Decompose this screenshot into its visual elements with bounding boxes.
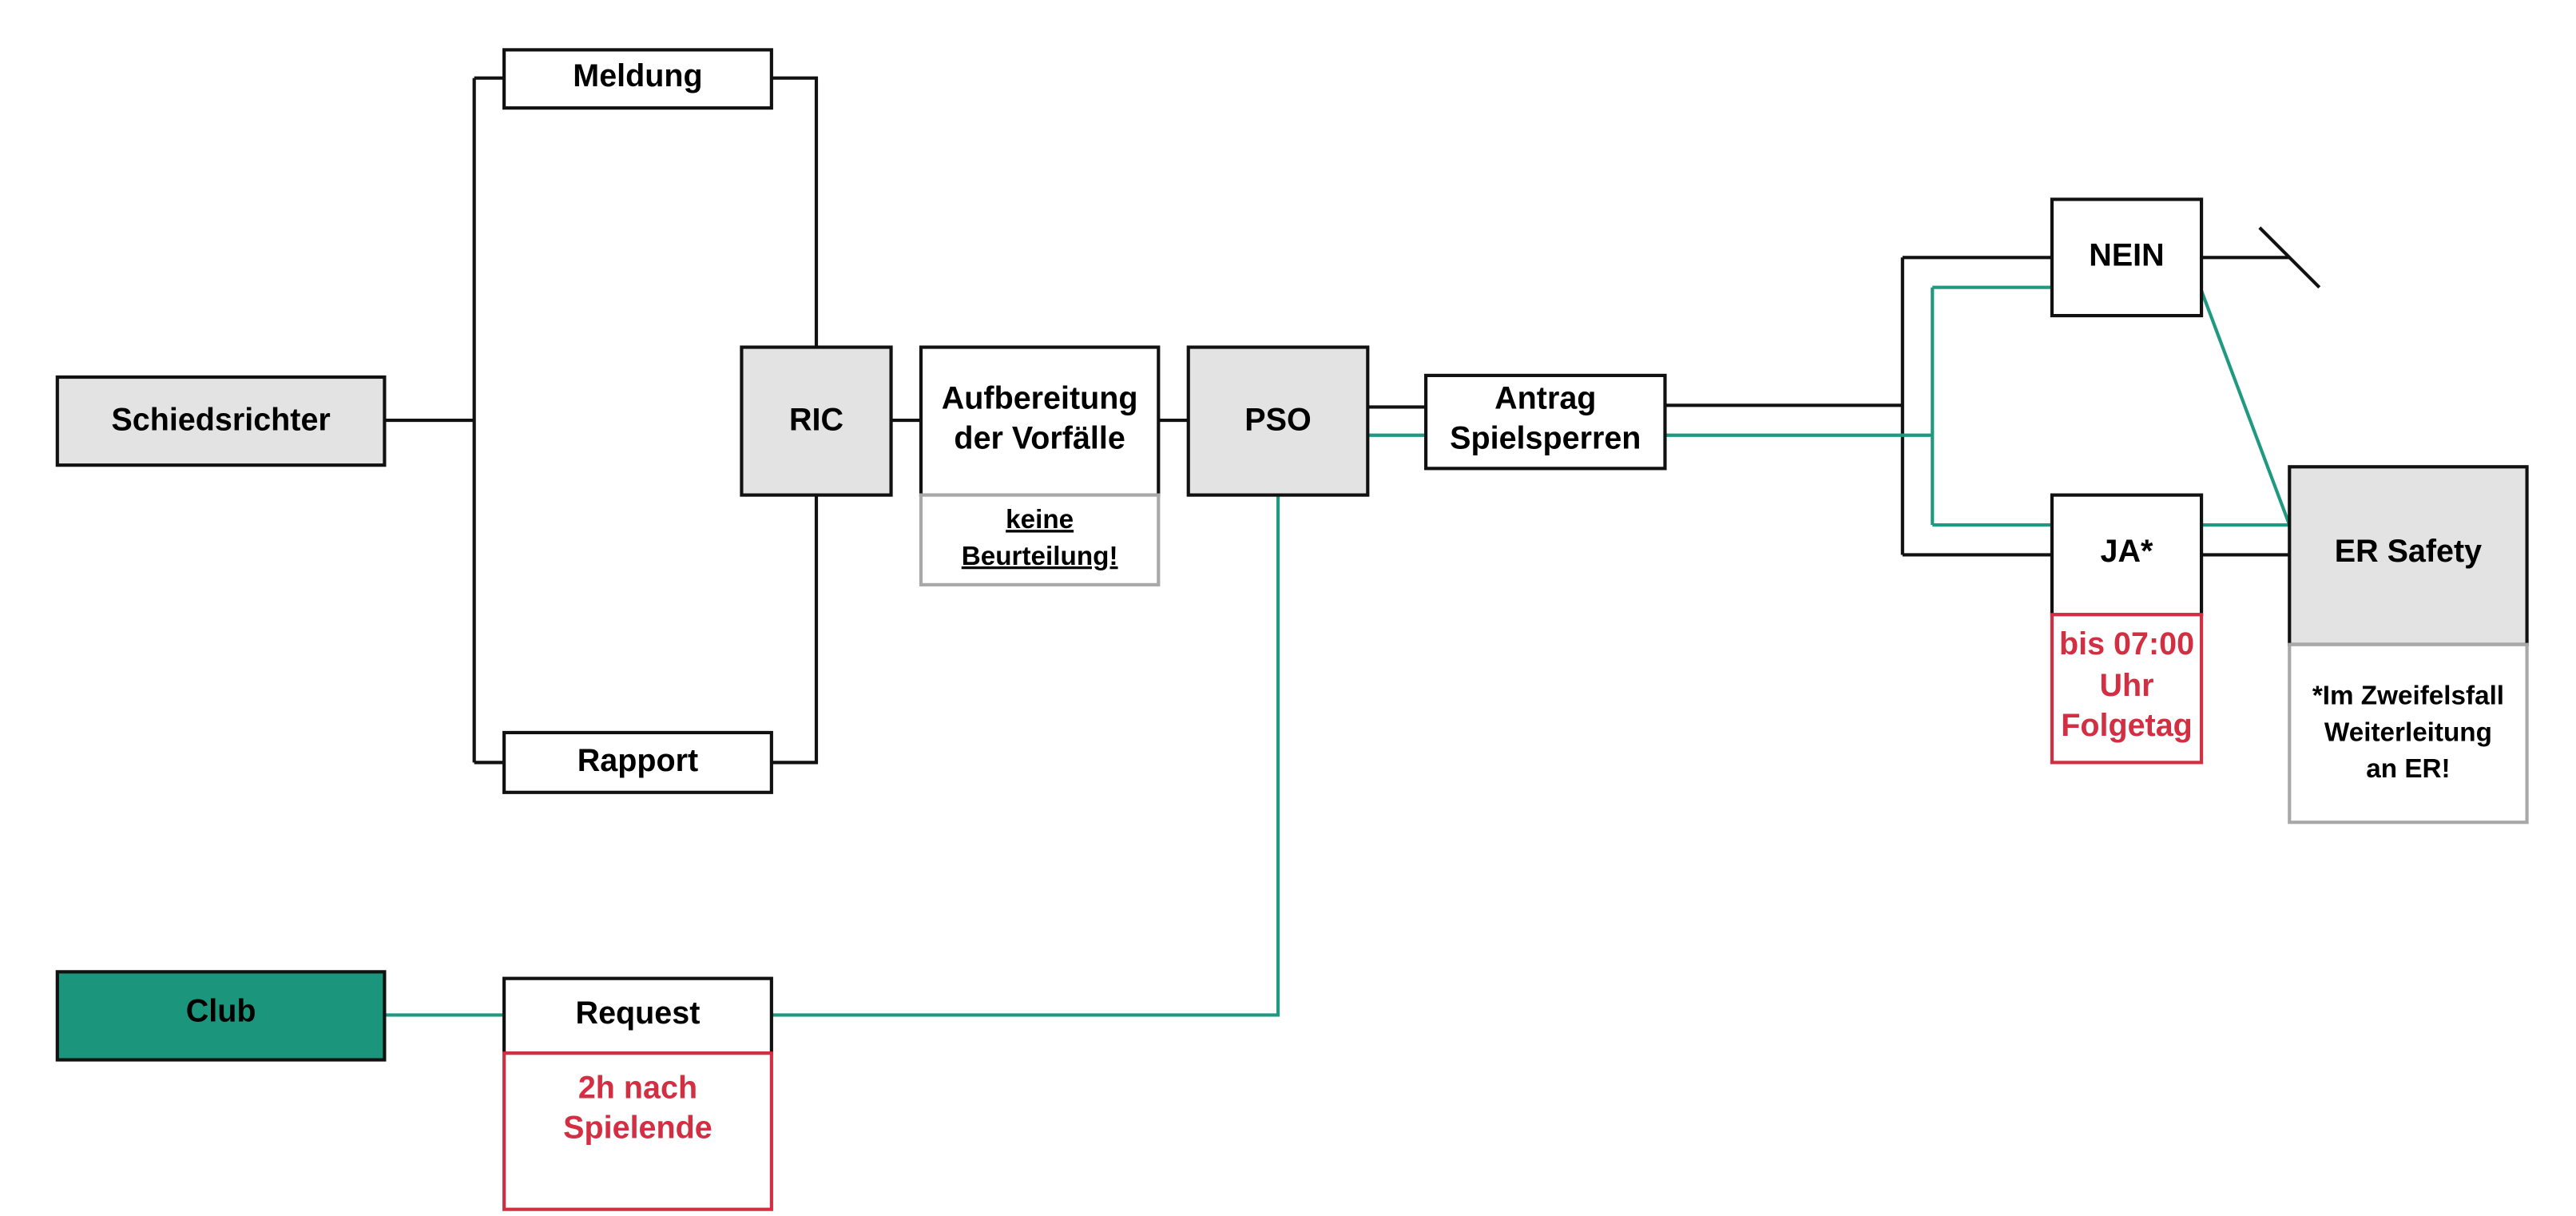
green-connectors	[384, 285, 2292, 1017]
note-line-1: keine	[1006, 505, 1074, 534]
note-line-1: bis 07:00	[2059, 626, 2194, 662]
note-er-zweifelsfall: *Im Zweifelsfall Weiterleitung an ER!	[2288, 642, 2529, 825]
node-label: ER Safety	[2335, 534, 2482, 569]
node-schiedsrichter[interactable]: Schiedsrichter	[55, 375, 387, 467]
node-label: Club	[186, 994, 256, 1029]
node-meldung[interactable]: Meldung	[502, 48, 773, 110]
node-aufbereitung[interactable]: Aufbereitung der Vorfälle	[919, 345, 1161, 497]
node-label: JA*	[2101, 534, 2153, 569]
note-line-1: *Im Zweifelsfall	[2312, 682, 2504, 711]
connector-rapport-ric	[771, 495, 819, 765]
green-connector-request-pso	[771, 495, 1280, 1017]
node-label: Meldung	[573, 58, 702, 93]
node-pso[interactable]: PSO	[1186, 345, 1370, 497]
end-terminator-slash	[2258, 226, 2321, 289]
note-line-3: an ER!	[2366, 754, 2450, 784]
node-antrag-spielsperren[interactable]: Antrag Spielsperren	[1423, 373, 1667, 471]
note-line-2: Beurteilung!	[962, 542, 1118, 571]
node-label-line-2: der Vorfälle	[954, 420, 1125, 455]
note-keine-beurteilung: keine Beurteilung!	[919, 493, 1161, 586]
note-line-2: Weiterleitung	[2324, 717, 2492, 747]
node-nein[interactable]: NEIN	[2050, 197, 2204, 318]
note-line-3: Folgetag	[2061, 708, 2193, 743]
note-line-2: Spielende	[563, 1110, 712, 1145]
node-label-line-1: Aufbereitung	[942, 380, 1138, 415]
node-label: Request	[576, 995, 701, 1031]
node-label: Rapport	[578, 743, 698, 778]
node-label-line-2: Spielsperren	[1450, 420, 1641, 455]
node-label: Schiedsrichter	[111, 403, 330, 438]
note-line-1: 2h nach	[578, 1070, 697, 1105]
connector-meldung-ric	[771, 76, 819, 348]
green-connector-nein-er	[2200, 290, 2292, 526]
node-club[interactable]: Club	[55, 970, 387, 1062]
node-er-safety[interactable]: ER Safety	[2288, 465, 2529, 646]
node-rapport[interactable]: Rapport	[502, 730, 773, 794]
node-label: NEIN	[2089, 238, 2164, 273]
node-label: RIC	[789, 403, 843, 438]
black-connectors	[384, 76, 2321, 765]
node-label-line-1: Antrag	[1494, 380, 1596, 415]
note-line-2: Uhr	[2099, 668, 2153, 703]
node-ja[interactable]: JA*	[2050, 493, 2204, 617]
note-request-deadline: 2h nach Spielende	[502, 1051, 773, 1211]
node-label: PSO	[1244, 403, 1311, 438]
note-ja-deadline: bis 07:00 Uhr Folgetag	[2050, 613, 2204, 765]
node-ric[interactable]: RIC	[740, 345, 893, 497]
node-request[interactable]: Request	[502, 976, 773, 1055]
